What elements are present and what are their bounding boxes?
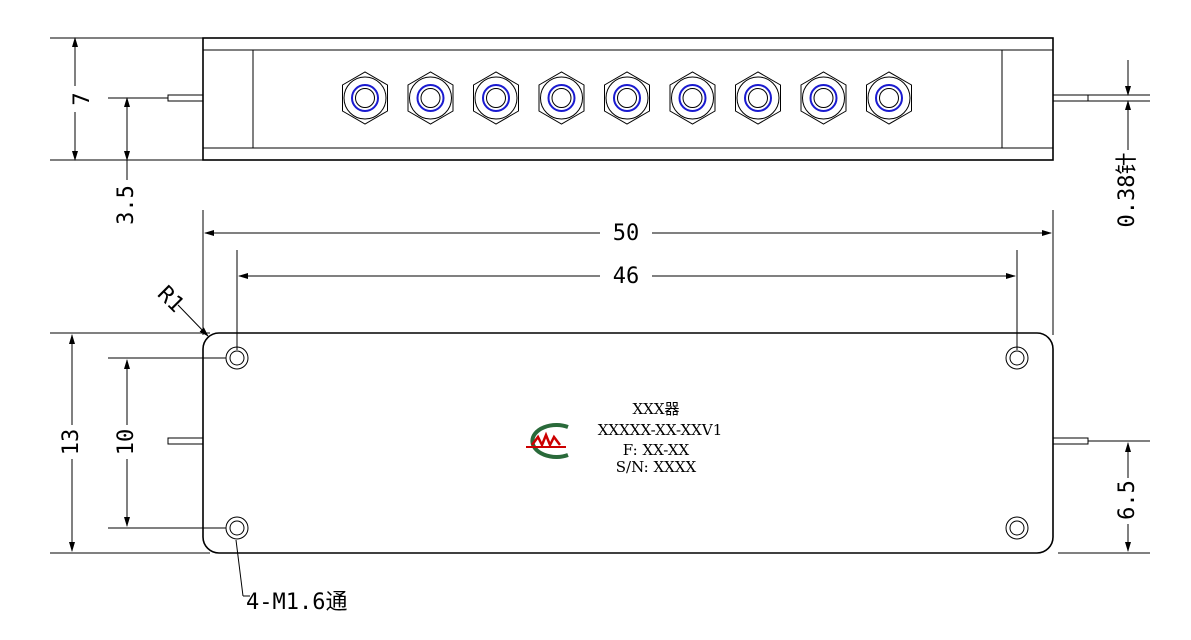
dim-side-pin-offset: 6.5 [1115,480,1140,520]
hole-callout: 4-M1.6通 [235,539,347,615]
sma-connector-icon [342,71,388,125]
plan-height-dims: 13 10 [50,332,226,554]
sma-connector-icon [866,71,912,125]
sma-connector-icon [604,71,650,125]
sma-connector-icon [538,71,585,125]
label-frequency: F: XX-XX [623,441,690,459]
sma-connector-icon [669,71,716,125]
plan-view: XXX器 XXXXX-XX-XXV1 F: XX-XX S/N: XXXX [167,332,1089,554]
connector-row [342,71,912,125]
side-view-dims: 7 3.5 [50,37,203,225]
dim-top-height: 7 [70,92,95,105]
side-view [167,37,1089,161]
sma-connector-icon [735,71,781,125]
mounting-hole [225,516,249,540]
dim-body-height: 13 [59,429,84,456]
sma-connector-icon [800,71,847,125]
dim-hole-spacing: 46 [613,264,640,289]
product-label: XXX器 XXXXX-XX-XXV1 F: XX-XX S/N: XXXX [598,400,722,476]
company-logo-icon [526,423,569,459]
dim-pin-height: 3.5 [114,185,139,225]
plan-right-pin [1052,437,1089,445]
dim-overall-length: 50 [613,221,640,246]
dim-hole-vertical: 10 [114,429,139,456]
dim-pin-size: 0.38针 [1115,153,1140,228]
side-left-pin [167,94,204,102]
sma-connector-icon [473,71,519,125]
mounting-hole [1005,516,1029,540]
label-product-name: XXX器 [632,400,679,418]
plan-left-pin [167,437,204,445]
label-serial-number: S/N: XXXX [616,458,697,476]
side-view-body [202,37,1054,161]
dim-hole-callout: 4-M1.6通 [246,590,347,615]
side-right-pin [1052,94,1089,102]
label-model-number: XXXXX-XX-XXV1 [598,421,722,439]
sma-connector-icon [407,71,454,125]
dim-corner-radius: R1 [152,281,188,317]
corner-radius-callout: R1 [152,281,209,337]
side-pin-offset-dims: 6.5 [1058,440,1150,554]
length-dims: 50 46 [202,210,1054,350]
mounting-hole [1005,346,1029,370]
mounting-hole [225,346,249,370]
pin-size-dims: 0.38针 [1088,60,1150,227]
